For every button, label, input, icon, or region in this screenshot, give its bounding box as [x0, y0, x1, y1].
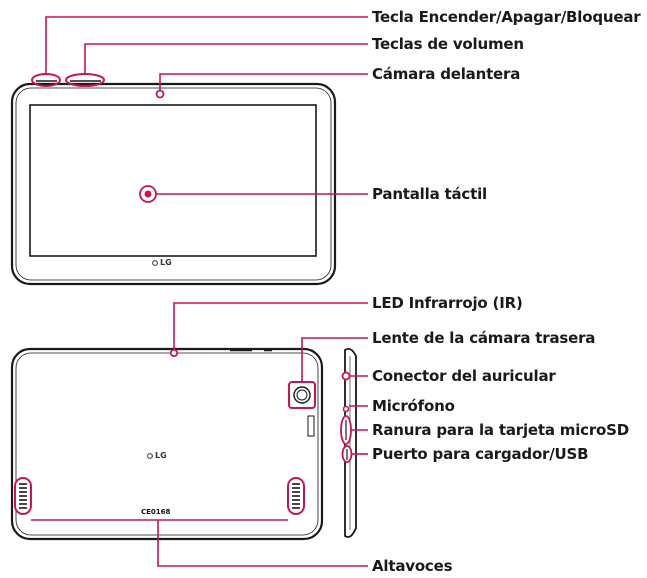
- label-charger-usb-port: Puerto para cargador/USB: [372, 445, 589, 463]
- front-camera-marker: [155, 89, 165, 99]
- front-logo-text: LG: [160, 258, 172, 267]
- rear-camera-lens-marker: [288, 381, 316, 409]
- tablet-front: [10, 82, 337, 286]
- label-headset-jack: Conector del auricular: [372, 367, 556, 385]
- tablet-back: [10, 347, 324, 541]
- back-lg-logo-icon: [147, 453, 153, 459]
- back-logo-text: LG: [155, 451, 167, 460]
- label-microsd-slot: Ranura para la tarjeta microSD: [372, 421, 629, 439]
- headset-jack-marker: [341, 371, 351, 381]
- ir-led-marker: [169, 348, 179, 358]
- label-microphone: Micrófono: [372, 397, 455, 415]
- microphone-marker: [342, 405, 350, 413]
- front-lg-logo-icon: [152, 260, 158, 266]
- back-callout-lines: [31, 302, 368, 567]
- label-ir-led: LED Infrarrojo (IR): [372, 294, 523, 312]
- back-code-text: CE0168: [141, 508, 171, 516]
- label-power-key: Tecla Encender/Apagar/Bloquear: [372, 8, 641, 26]
- label-speakers: Altavoces: [372, 557, 453, 575]
- front-screen: [29, 104, 317, 257]
- tablet-side: [344, 347, 357, 538]
- label-rear-camera-lens: Lente de la cámara trasera: [372, 329, 596, 347]
- label-touch-screen: Pantalla táctil: [372, 185, 487, 203]
- label-front-camera: Cámara delantera: [372, 65, 521, 83]
- speakers-markers: [14, 477, 305, 515]
- label-volume-keys: Teclas de volumen: [372, 35, 524, 53]
- front-callout-lines: [45, 16, 368, 195]
